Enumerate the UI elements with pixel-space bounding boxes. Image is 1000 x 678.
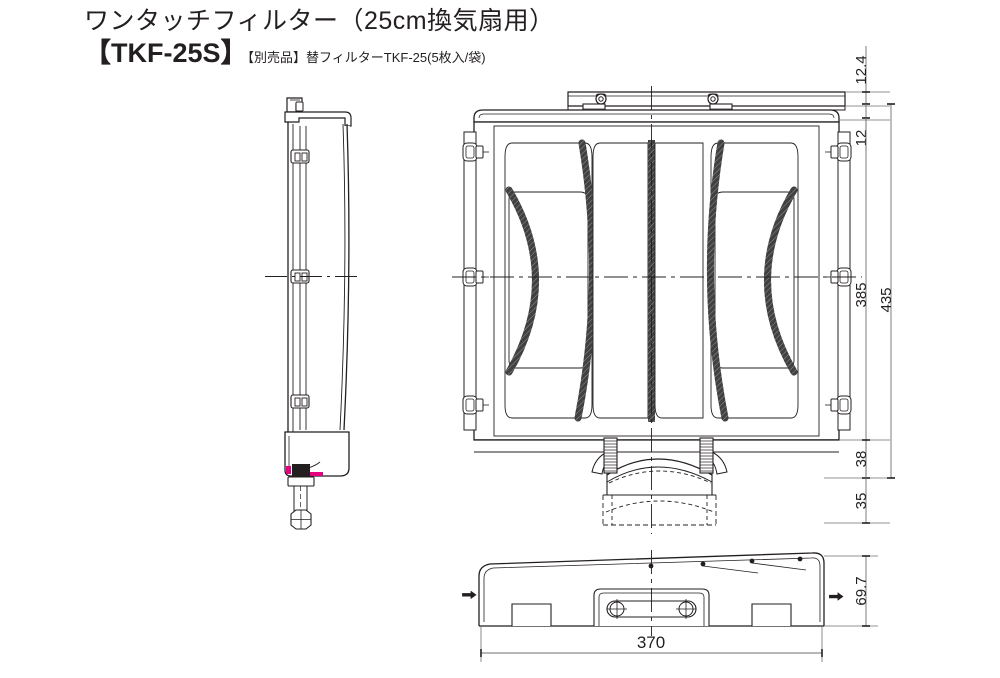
dim-35 — [862, 478, 870, 524]
duct-assembly — [591, 437, 728, 526]
dim-label-385: 385 — [853, 282, 870, 307]
dim-69-7 — [824, 555, 878, 627]
dim-label-12-4: 12.4 — [853, 55, 870, 84]
bottom-view — [462, 550, 844, 636]
dim-label-69-7: 69.7 — [853, 576, 870, 605]
cord-anchor — [292, 464, 310, 477]
accent-tab — [286, 466, 291, 474]
dim-label-38: 38 — [853, 451, 870, 468]
dim-435 — [887, 103, 895, 479]
rail-screw-left — [595, 93, 607, 105]
sub-note: 【別売品】替フィルターTKF-25(5枚入/袋) — [247, 50, 486, 65]
side-clip-bottom — [290, 394, 310, 409]
model-line: 【TKF-25S】【別売品】替フィルターTKF-25(5枚入/袋) — [84, 38, 704, 73]
threaded-post-right — [699, 437, 714, 474]
title-block: ワンタッチフィルター（25cm換気扇用） 【TKF-25S】【別売品】替フィルタ… — [84, 6, 704, 73]
product-title: ワンタッチフィルター（25cm換気扇用） — [84, 7, 555, 35]
rail-screw-right — [707, 93, 719, 105]
model-code: 【TKF-25S】 — [84, 38, 248, 68]
dim-label-12: 12 — [853, 130, 870, 147]
dim-label-35: 35 — [853, 493, 870, 510]
dim-370 — [480, 626, 823, 662]
dimension-annotations: 12.4 12 385 435 — [480, 46, 895, 662]
dim-label-435: 435 — [878, 287, 895, 312]
side-view — [265, 97, 358, 530]
side-clip-top — [290, 149, 310, 164]
dim-38 — [862, 439, 870, 478]
dim-label-370: 370 — [637, 633, 665, 652]
threaded-post-left — [603, 437, 618, 474]
front-view — [452, 86, 862, 534]
